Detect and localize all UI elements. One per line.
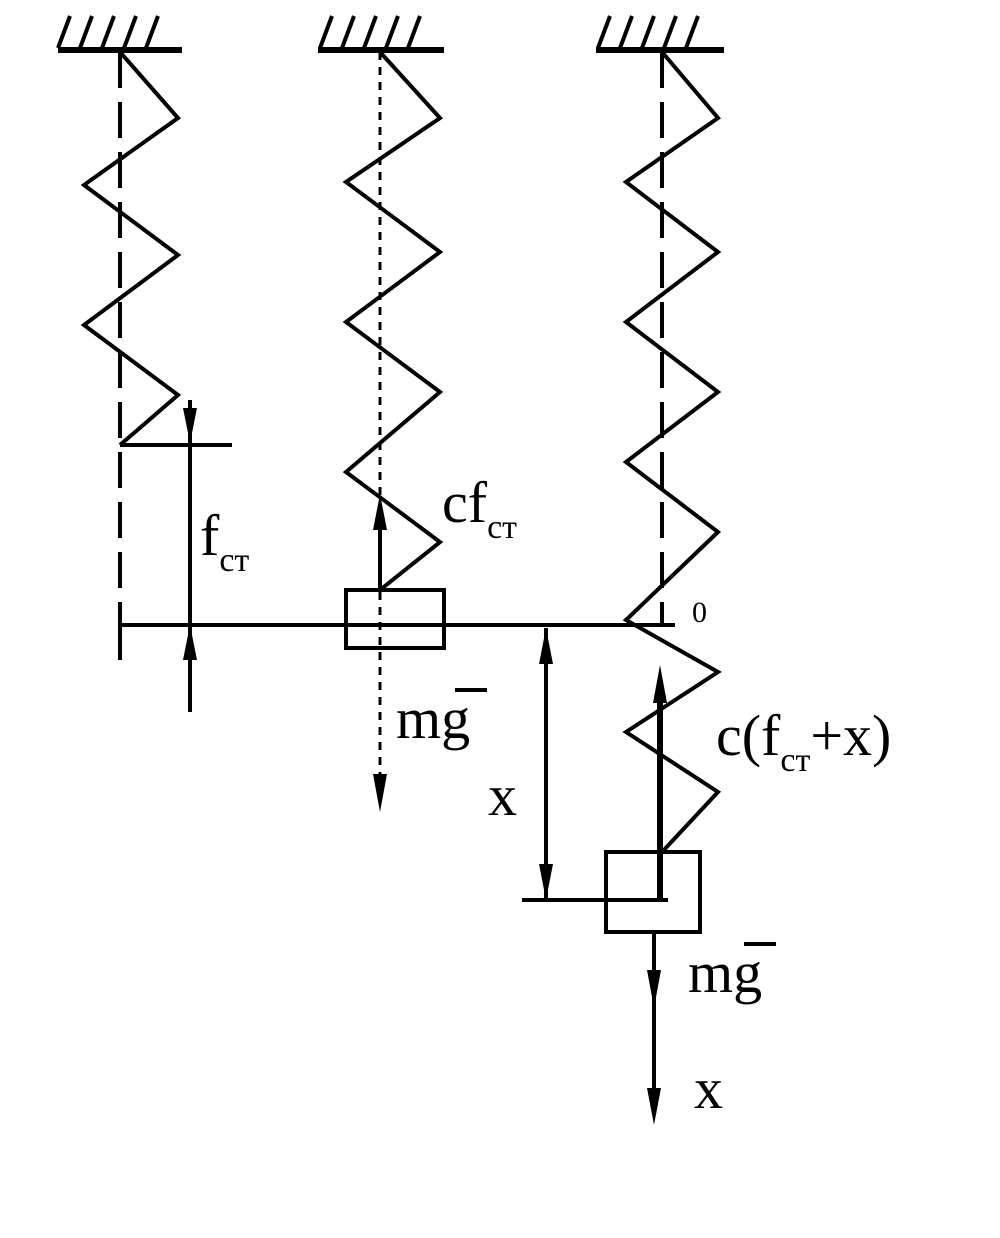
x-dimension [522, 628, 668, 902]
x-axis-label: x [694, 1056, 723, 1121]
gravity-arrow-middle [373, 774, 387, 812]
spring-left [80, 50, 182, 447]
mg-label-middle: mg [396, 686, 470, 751]
spring-middle [342, 50, 444, 592]
mass-right [604, 850, 702, 934]
gravity-arrow-right [647, 932, 661, 1030]
force-cf-st-arrow [373, 494, 387, 590]
x-label-middle: x [488, 763, 517, 828]
restoring-force-label: c(fст+x) [716, 703, 891, 779]
mg-label-right: mg [688, 940, 762, 1005]
spring-right [622, 50, 722, 854]
f-st-dimension [183, 400, 197, 712]
x-axis-arrow [647, 1030, 661, 1125]
cf-st-label: cfст [442, 470, 517, 546]
origin-label: 0 [692, 596, 707, 629]
f-st-label: fст [200, 503, 249, 579]
mass-middle [344, 588, 446, 650]
support-left [56, 15, 182, 53]
support-right [596, 15, 724, 53]
support-middle [318, 15, 444, 53]
force-restoring-arrow [653, 665, 667, 900]
